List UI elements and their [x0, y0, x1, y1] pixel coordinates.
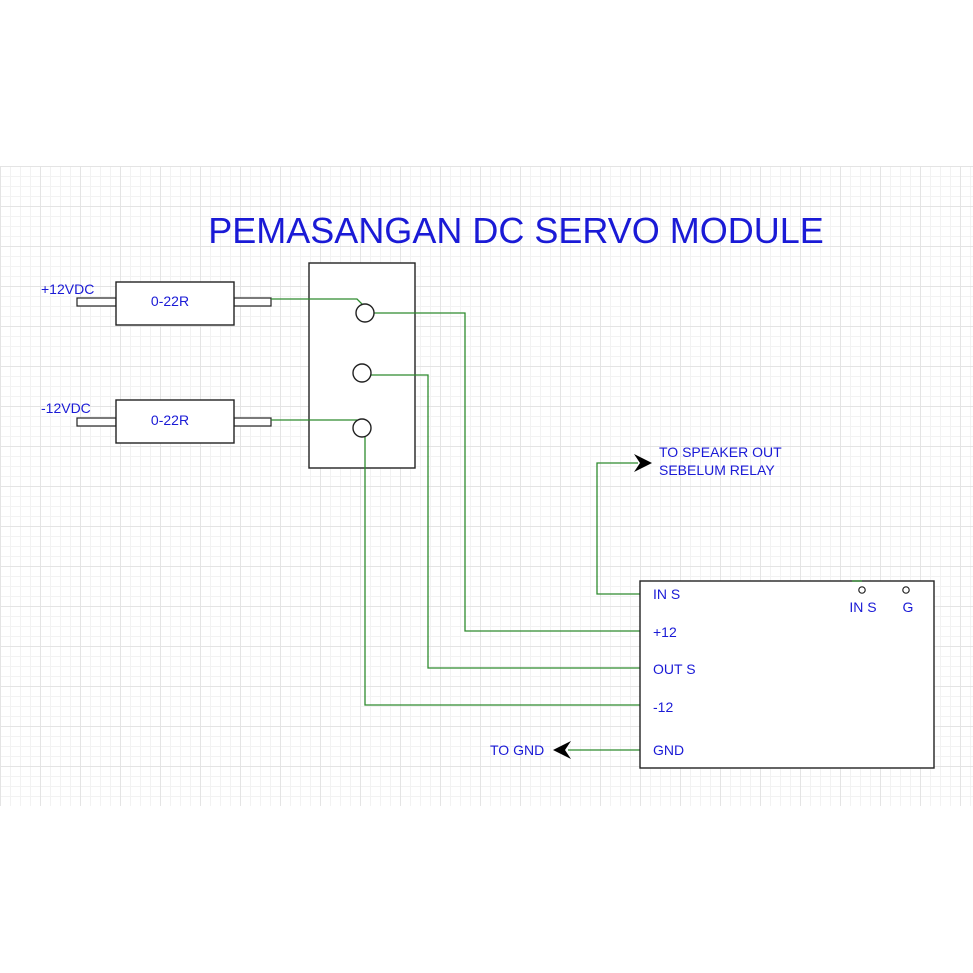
wire-to-minus12-pin: [364, 428, 640, 706]
module-pin-label: IN S: [653, 586, 680, 602]
servo-module[interactable]: [639, 580, 935, 769]
terminal-3[interactable]: [352, 418, 372, 438]
terminal-in-s[interactable]: [858, 586, 866, 594]
module-top-label-ins: IN S: [849, 599, 876, 615]
grid-background: [0, 166, 973, 806]
speaker-label-line1: TO SPEAKER OUT: [659, 444, 782, 460]
resistor-plus12[interactable]: 0-22R: [76, 281, 272, 326]
wire-to-outs-pin: [362, 374, 640, 669]
terminal-1[interactable]: [355, 303, 375, 323]
module-top-label-g: G: [903, 599, 914, 615]
resistor-minus12[interactable]: 0-22R: [76, 399, 272, 444]
arrow-left-icon: [553, 741, 571, 759]
supply-label-plus12: +12VDC: [41, 281, 94, 297]
resistor-lead-left: [76, 417, 117, 427]
resistor-value-label: 0-22R: [151, 412, 189, 428]
terminal-2[interactable]: [352, 363, 372, 383]
module-pin-label: GND: [653, 742, 684, 758]
module-pin-label: +12: [653, 624, 677, 640]
wire-to-plus12-pin: [365, 312, 640, 632]
terminal-g[interactable]: [902, 586, 910, 594]
wires: [271, 298, 640, 751]
resistor-value-label: 0-22R: [151, 293, 189, 309]
gnd-arrow-label: TO GND: [490, 742, 544, 758]
arrow-right-icon: [634, 454, 652, 472]
module-pin-label: OUT S: [653, 661, 696, 677]
supply-label-minus12: -12VDC: [41, 400, 91, 416]
resistor-lead-right: [233, 297, 272, 307]
resistor-lead-right: [233, 417, 272, 427]
resistor-body: [115, 399, 235, 444]
resistor-body: [115, 281, 235, 326]
module-pin-label: -12: [653, 699, 673, 715]
resistor-lead-left: [76, 297, 117, 307]
speaker-label-line2: SEBELUM RELAY: [659, 462, 775, 478]
wire-to-speaker: [596, 462, 640, 595]
diagram-title: PEMASANGAN DC SERVO MODULE: [208, 210, 823, 251]
